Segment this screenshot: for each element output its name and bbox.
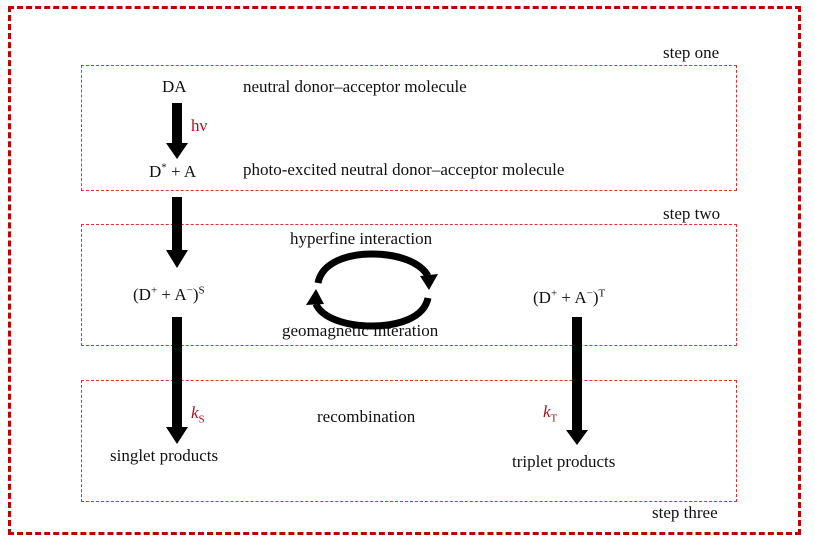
step-three-box (81, 380, 737, 502)
excited-state-base: D (149, 162, 162, 181)
tp-mid: + A (557, 288, 587, 307)
step-two-box (81, 224, 737, 346)
tp-minus: − (586, 287, 593, 300)
triplet-rate-k: k (543, 402, 551, 421)
excitation-text: hν (191, 116, 208, 135)
singlet-radical-pair: (D+ + A−)S (133, 284, 205, 304)
tp-close: ) (592, 288, 599, 307)
triplet-radical-pair: (D+ + A−)T (533, 287, 606, 307)
triplet-recombination-arrow (566, 317, 588, 445)
sp-mid: + A (157, 285, 187, 304)
tp-spin: T (598, 287, 606, 300)
triplet-rate-label: kT (543, 402, 557, 424)
cycle-arrowhead-left (306, 289, 324, 305)
singlet-rate-k: k (191, 403, 199, 422)
excited-state-label: D* + A (149, 161, 197, 181)
sp-close: ) (192, 285, 199, 304)
tp-open: (D (533, 288, 551, 307)
step-two-label: step two (663, 204, 721, 223)
ground-state-label: DA (162, 77, 187, 96)
sp-spin: S (198, 284, 205, 297)
singlet-rate-label: kS (191, 403, 205, 425)
excited-state-description: photo-excited neutral donor–acceptor mol… (243, 160, 565, 179)
triplet-rate-sub: T (550, 412, 558, 425)
cycle-arrowhead-right (420, 274, 438, 290)
singlet-recombination-arrow (166, 317, 188, 444)
excited-state-rest: + A (166, 162, 197, 181)
recombination-label: recombination (317, 407, 416, 426)
excited-state-sup: * (161, 161, 167, 174)
step-one-label: step one (663, 43, 720, 62)
sp-minus: − (186, 284, 193, 297)
sp-open: (D (133, 285, 151, 304)
ground-state-description: neutral donor–acceptor molecule (243, 77, 467, 96)
sp-plus: + (150, 284, 158, 297)
step-one-box (81, 65, 737, 191)
excitation-arrow (166, 103, 188, 159)
outer-frame (8, 6, 801, 535)
singlet-products-label: singlet products (110, 446, 219, 465)
hyperfine-interaction-label: hyperfine interaction (290, 229, 433, 248)
tp-plus: + (550, 287, 558, 300)
triplet-products-label: triplet products (512, 452, 616, 471)
electron-transfer-arrow (166, 197, 188, 268)
interconversion-cycle-icon (312, 250, 432, 330)
step-three-label: step three (652, 503, 718, 522)
singlet-rate-sub: S (198, 413, 205, 426)
excitation-label: hν (191, 117, 207, 134)
